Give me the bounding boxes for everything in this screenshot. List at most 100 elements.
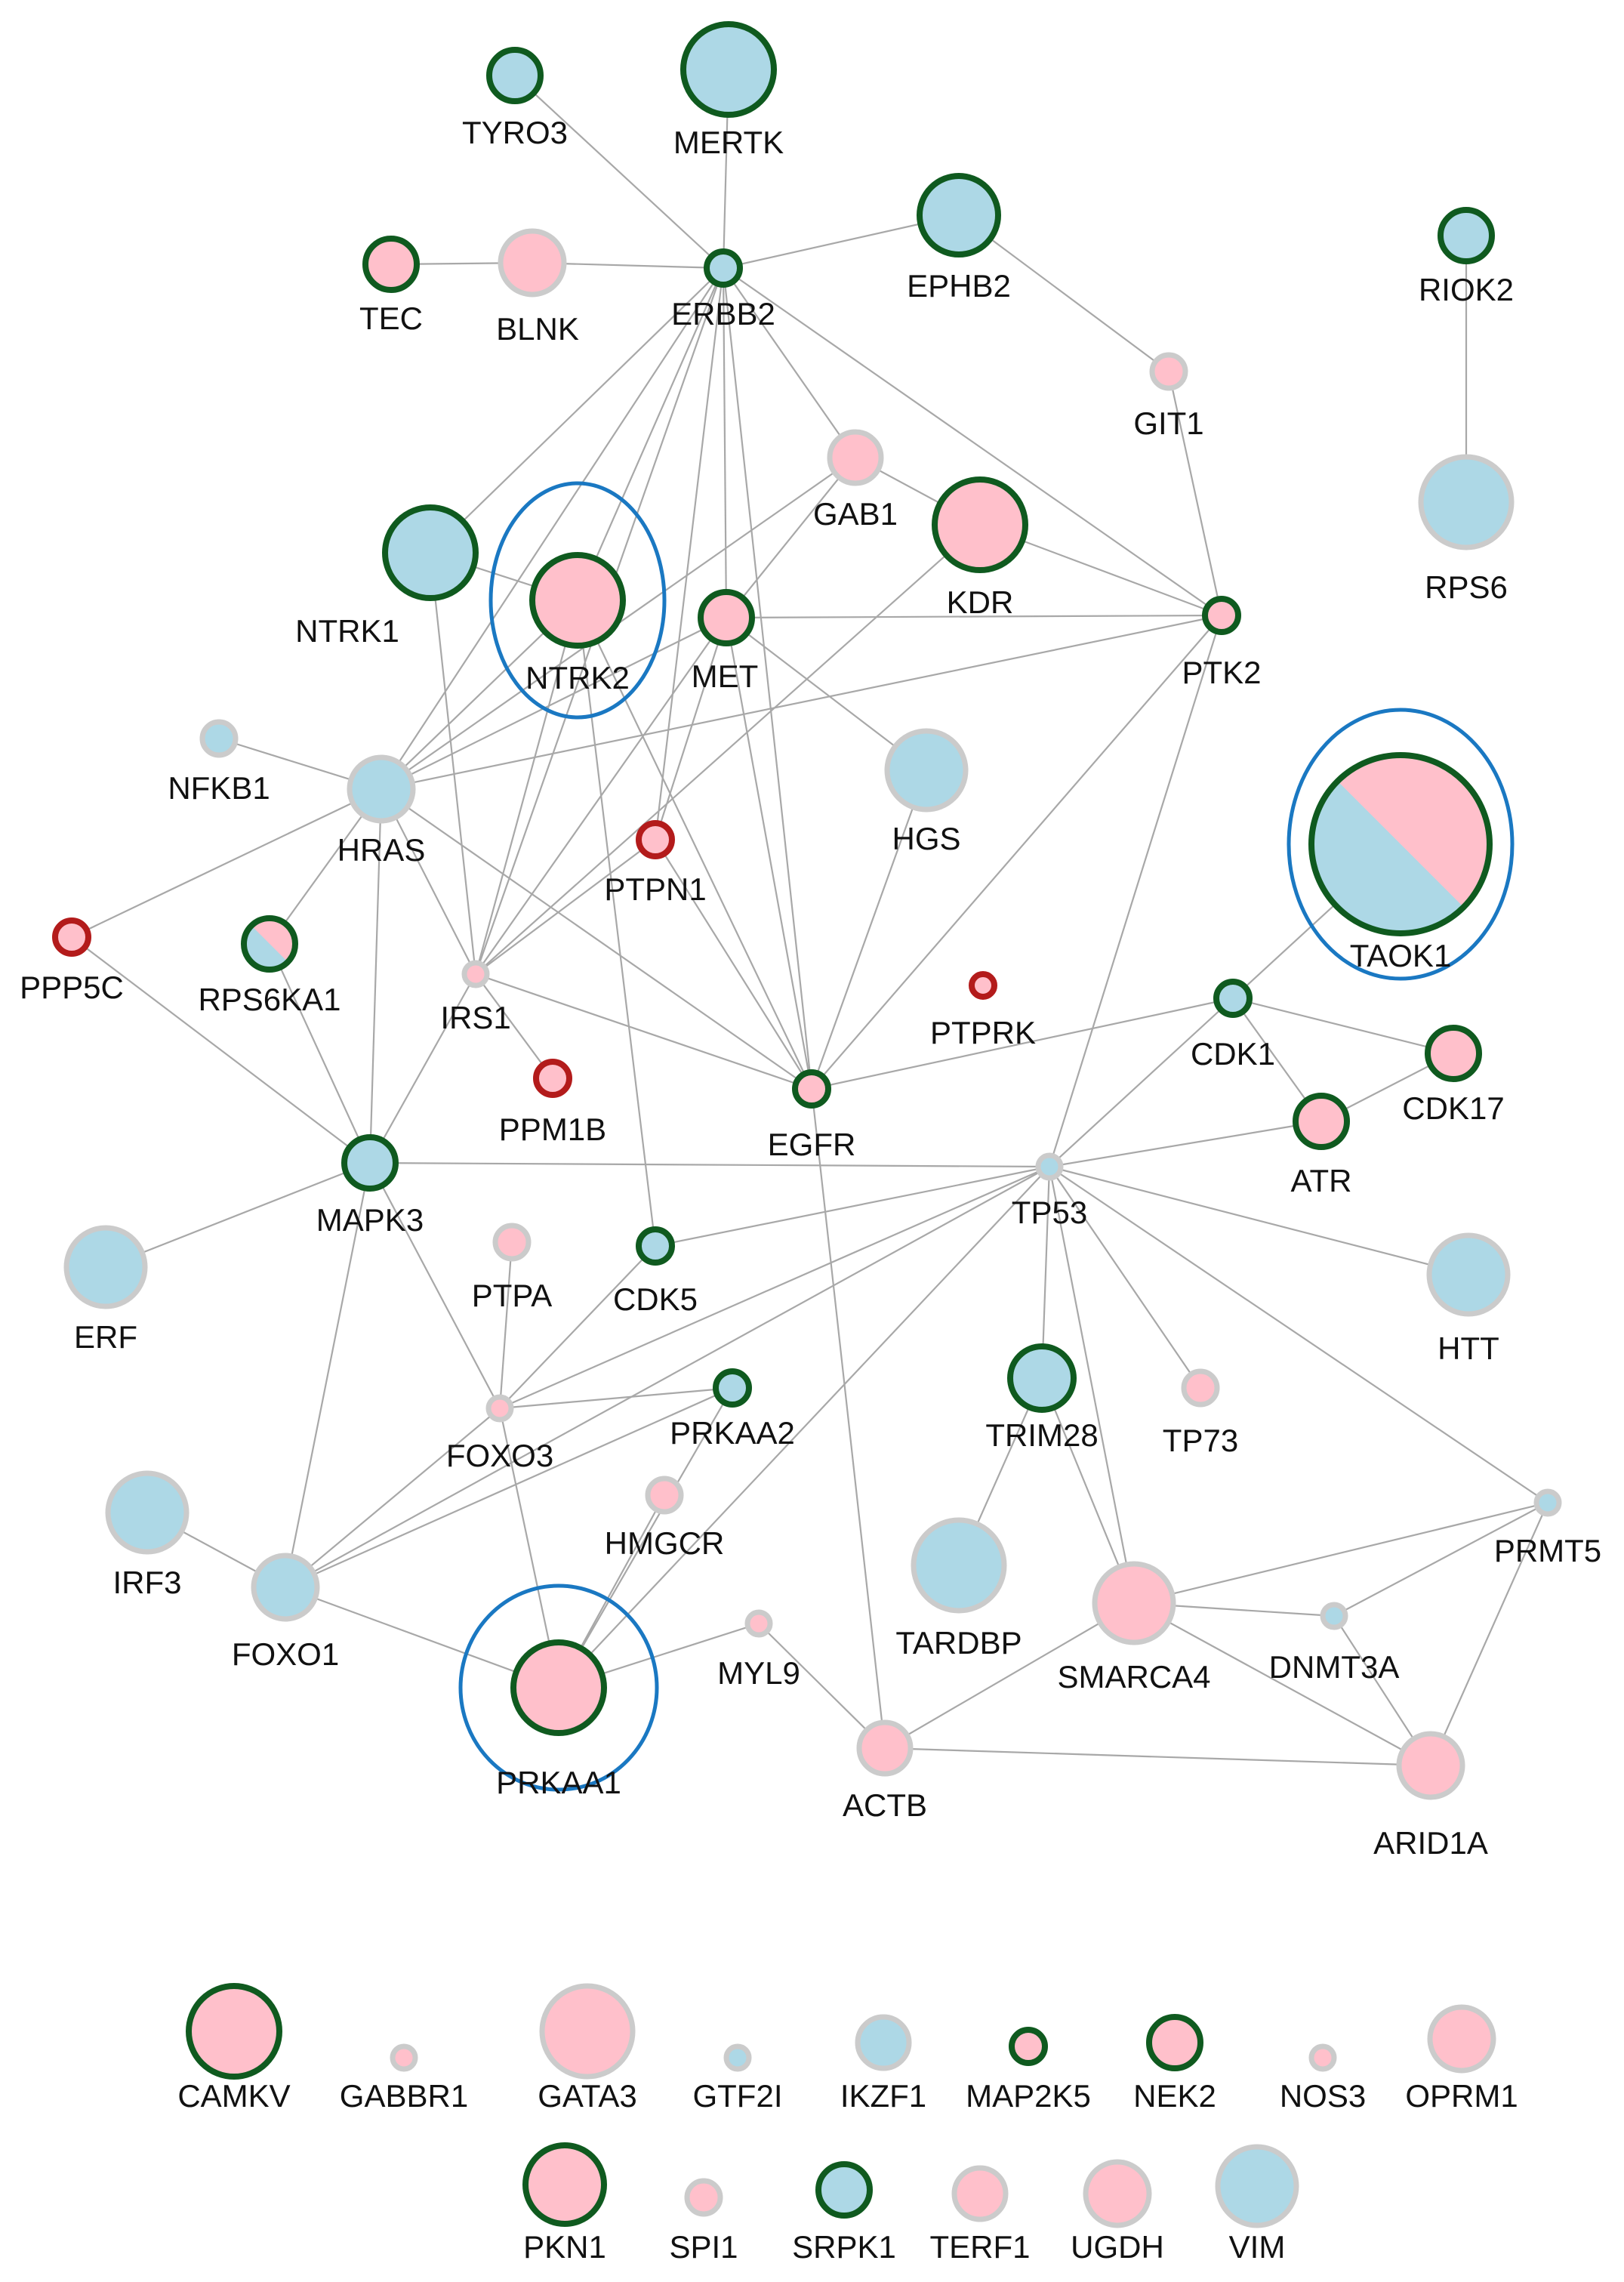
node-label: MYL9 — [717, 1655, 800, 1691]
node-ppp5c[interactable]: PPP5C — [20, 917, 124, 1005]
node-irf3[interactable]: IRF3 — [105, 1470, 190, 1600]
edge-met-egfr — [725, 617, 813, 1090]
edge-cdk5-foxo3 — [499, 1245, 656, 1409]
legend-circle — [815, 2161, 873, 2219]
node-actb[interactable]: ACTB — [843, 1719, 927, 1823]
node-prmt5[interactable]: PRMT5 — [1494, 1488, 1601, 1568]
edge-met-irs1 — [475, 617, 727, 975]
node-foxo3[interactable]: FOXO3 — [446, 1394, 553, 1473]
node-tyro3[interactable]: TYRO3 — [462, 47, 568, 150]
legend-item-vim: VIM — [1215, 2144, 1299, 2265]
node-irs1[interactable]: IRS1 — [440, 960, 511, 1035]
node-ppm1b[interactable]: PPM1B — [499, 1059, 606, 1147]
node-rps6ka1[interactable]: RPS6KA1 — [198, 915, 341, 1017]
node-egfr[interactable]: EGFR — [768, 1069, 856, 1162]
node-circle — [1396, 1731, 1465, 1800]
edge-ptk2-egfr — [811, 615, 1222, 1090]
node-ntrk1[interactable]: NTRK1 — [295, 504, 479, 649]
edge-ptk2-tp53 — [1048, 615, 1223, 1167]
node-circle — [911, 1517, 1007, 1614]
edge-hras-mapk3 — [368, 788, 383, 1164]
node-blnk[interactable]: BLNK — [496, 228, 579, 347]
node-mapk3[interactable]: MAPK3 — [316, 1134, 424, 1238]
legend-item-terf1: TERF1 — [929, 2165, 1031, 2265]
node-ptprk[interactable]: PTPRK — [930, 971, 1036, 1050]
edge-tp53-trim28 — [1040, 1166, 1051, 1379]
legend-item-ugdh: UGDH — [1071, 2159, 1164, 2265]
node-circle — [347, 754, 416, 824]
edge-smarca4-prmt5 — [1133, 1501, 1549, 1605]
legend-item-spi1: SPI1 — [669, 2178, 738, 2265]
node-ephb2[interactable]: EPHB2 — [907, 173, 1011, 304]
node-erf[interactable]: ERF — [63, 1225, 148, 1355]
node-label: CDK17 — [1402, 1090, 1504, 1126]
node-ptk2[interactable]: PTK2 — [1182, 596, 1262, 690]
node-hgs[interactable]: HGS — [884, 728, 969, 856]
node-kdr[interactable]: KDR — [932, 476, 1028, 620]
edge-rps6ka1-mapk3 — [269, 943, 371, 1164]
node-circle — [362, 236, 420, 293]
node-taok1[interactable]: TAOK1 — [1308, 752, 1493, 973]
node-gab1[interactable]: GAB1 — [813, 429, 898, 532]
edge-kdr-irs1 — [475, 524, 981, 975]
legend-item-oprm1: OPRM1 — [1405, 2004, 1518, 2114]
node-label: NTRK2 — [525, 660, 630, 695]
node-trim28[interactable]: TRIM28 — [985, 1343, 1099, 1453]
node-label: PRKAA2 — [670, 1415, 795, 1451]
node-label: IRS1 — [440, 1000, 510, 1035]
edge-cdk1-egfr — [811, 997, 1234, 1090]
legend-item-srpk1: SRPK1 — [792, 2161, 896, 2265]
node-hmgcr[interactable]: HMGCR — [605, 1476, 725, 1561]
node-nfkb1[interactable]: NFKB1 — [168, 719, 270, 806]
node-atr[interactable]: ATR — [1291, 1093, 1352, 1198]
node-htt[interactable]: HTT — [1426, 1232, 1511, 1366]
node-rps6[interactable]: RPS6 — [1418, 454, 1515, 605]
node-ptpa[interactable]: PTPA — [472, 1223, 553, 1313]
node-circle — [1149, 352, 1188, 391]
node-prkaa1[interactable]: PRKAA1 — [496, 1639, 621, 1800]
legend-label: TERF1 — [929, 2229, 1030, 2265]
node-ntrk2[interactable]: NTRK2 — [525, 552, 630, 695]
node-mertk[interactable]: MERTK — [673, 21, 784, 160]
legend-label: GABBR1 — [340, 2078, 468, 2114]
node-dnmt3a[interactable]: DNMT3A — [1269, 1602, 1400, 1685]
node-git1[interactable]: GIT1 — [1133, 352, 1204, 441]
node-label: RPS6KA1 — [198, 982, 341, 1017]
node-circle — [52, 917, 91, 957]
node-circle — [932, 476, 1028, 573]
node-cdk1[interactable]: CDK1 — [1191, 979, 1275, 1072]
node-prkaa2[interactable]: PRKAA2 — [670, 1368, 795, 1451]
node-met[interactable]: MET — [692, 589, 759, 694]
node-hras[interactable]: HRAS — [337, 754, 426, 868]
node-label: MAPK3 — [316, 1202, 424, 1238]
edge-prkaa2-foxo1 — [285, 1386, 733, 1589]
node-label: TEC — [359, 301, 423, 336]
node-label: TRIM28 — [985, 1417, 1098, 1453]
highlight-ring-prkaa1 — [458, 1584, 659, 1792]
edge-tp53-foxo1 — [285, 1166, 1050, 1588]
node-cdk5[interactable]: CDK5 — [613, 1226, 698, 1317]
node-tp53[interactable]: TP53 — [1012, 1152, 1087, 1230]
node-arid1a[interactable]: ARID1A — [1373, 1731, 1488, 1861]
node-riok2[interactable]: RIOK2 — [1419, 207, 1514, 307]
edge-erbb2-hras — [381, 267, 724, 790]
node-erbb2[interactable]: ERBB2 — [671, 248, 775, 332]
edge-tp53-prmt5 — [1049, 1166, 1549, 1503]
node-tec[interactable]: TEC — [359, 236, 423, 336]
edge-prmt5-arid1a — [1429, 1502, 1549, 1766]
node-circle — [1035, 1152, 1064, 1181]
node-myl9[interactable]: MYL9 — [717, 1609, 800, 1691]
node-tp73[interactable]: TP73 — [1163, 1368, 1238, 1458]
node-cdk17[interactable]: CDK17 — [1402, 1025, 1505, 1126]
node-label: PTPA — [472, 1278, 553, 1313]
node-foxo1[interactable]: FOXO1 — [232, 1553, 339, 1672]
node-circle — [241, 915, 298, 973]
node-ptpn1[interactable]: PTPN1 — [604, 820, 707, 907]
node-tardbp[interactable]: TARDBP — [895, 1517, 1022, 1661]
edge-tp53-prkaa1 — [558, 1166, 1050, 1688]
node-smarca4[interactable]: SMARCA4 — [1057, 1561, 1211, 1695]
node-label: FOXO3 — [446, 1438, 553, 1473]
edge-foxo1-prkaa1 — [285, 1586, 559, 1689]
edge-ptk2-hras — [381, 614, 1222, 791]
